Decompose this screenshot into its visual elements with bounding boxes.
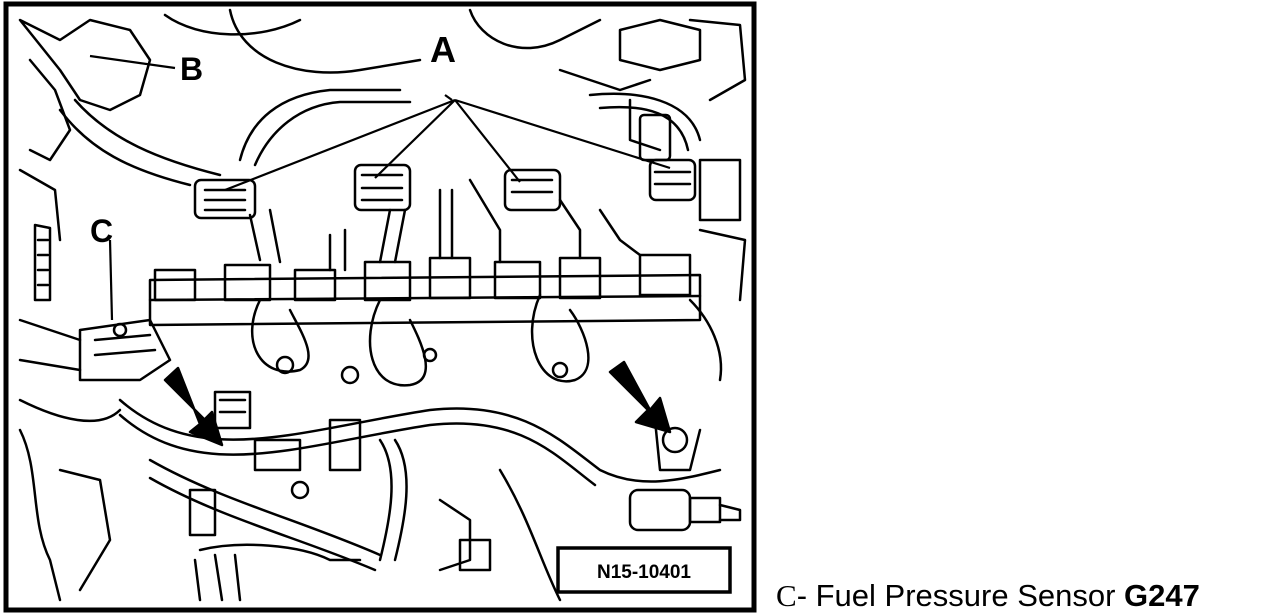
reference-code: N15-10401 [597,562,691,583]
callout-a: A [430,29,456,70]
engine-illustration: A B C N15-10401 [3,1,757,613]
callout-leaders [89,54,671,321]
caption-part-code: G247 [1124,578,1200,613]
callout-b: B [180,51,203,87]
reference-code-box [556,546,732,594]
figure-caption: C- Fuel Pressure Sensor G247 [776,578,1276,614]
caption-letter: C [776,578,797,613]
engine-line-art [18,8,747,602]
caption-text: - Fuel Pressure Sensor [796,578,1125,613]
callout-c: C [90,213,113,249]
